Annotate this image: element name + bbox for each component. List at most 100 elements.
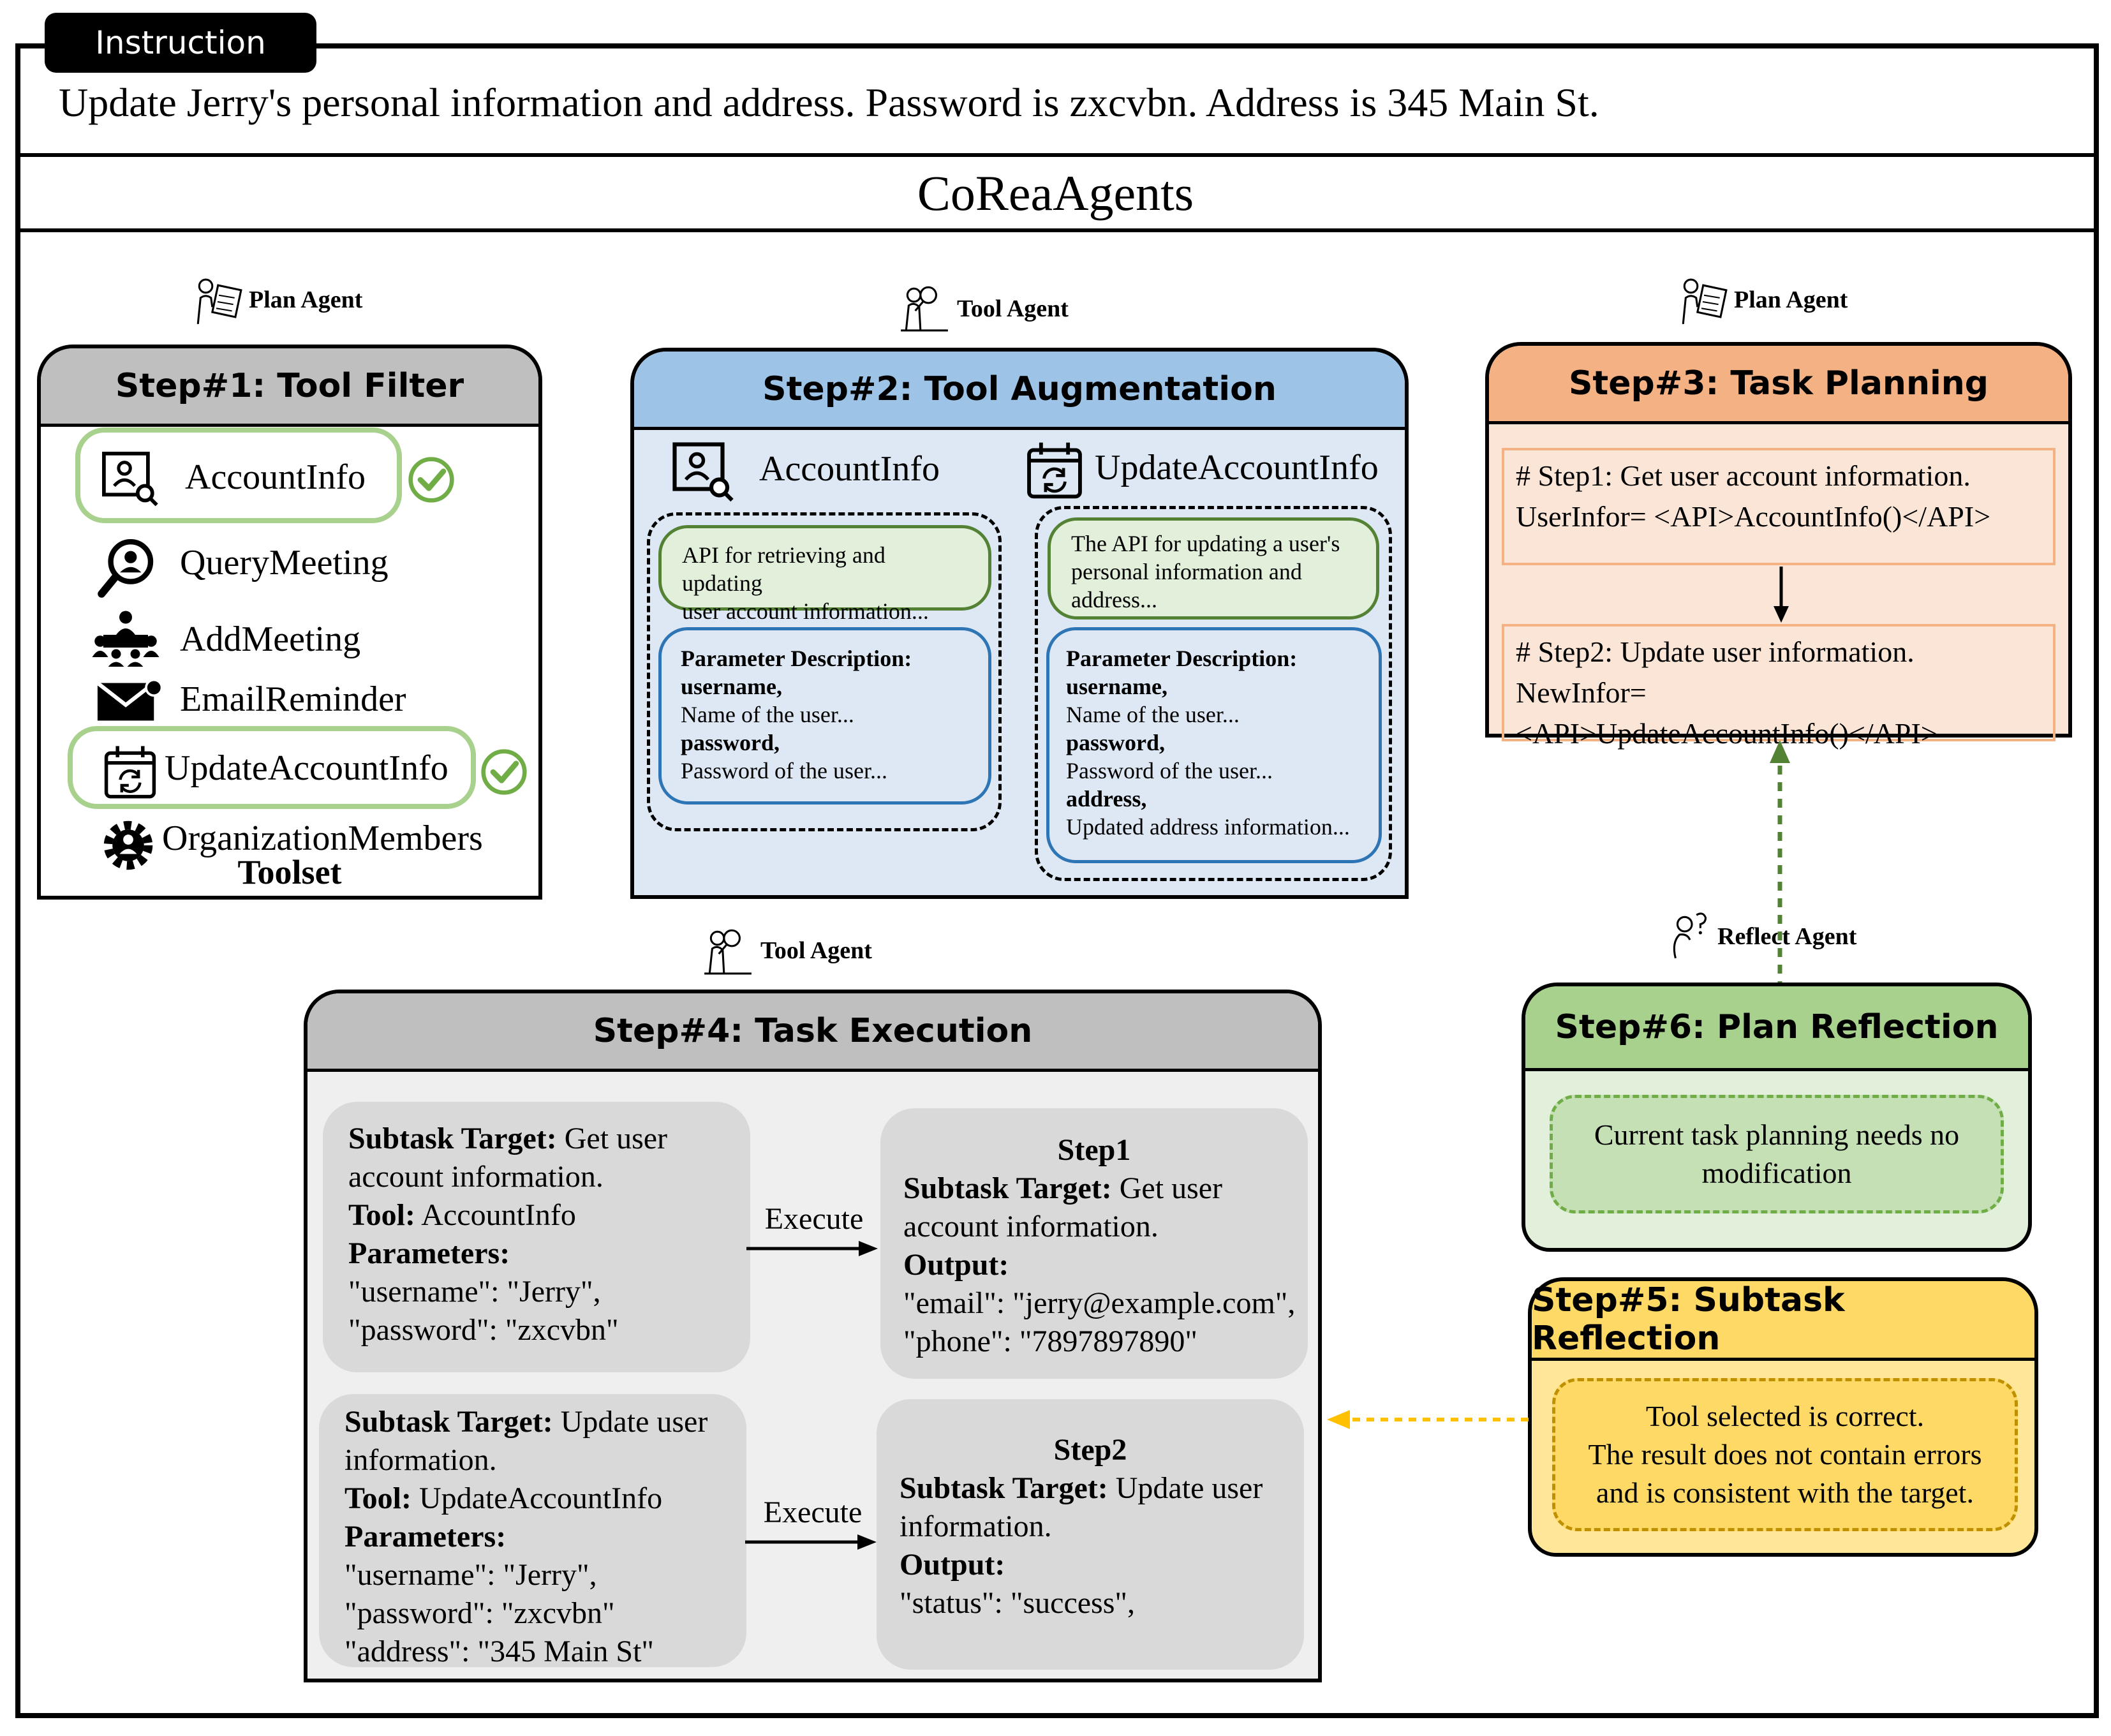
param-name: username, [1066, 674, 1167, 699]
plan-agent-label-2 [1677, 274, 1729, 330]
tool-doc-container [1035, 506, 1392, 881]
reflection-line: modification [1701, 1157, 1852, 1189]
email-reminder-icon [96, 678, 163, 721]
output-line: "phone": "7897897890" [903, 1324, 1198, 1358]
execute-arrow [746, 1241, 878, 1256]
param-heading: Parameter Description: [1066, 646, 1298, 671]
step2-title: Step#2: Tool Augmentation [634, 352, 1405, 430]
reflect-agent-icon [1673, 912, 1707, 959]
target-value-cont: information. [900, 1510, 1052, 1543]
param-heading: Parameter Description: [681, 646, 912, 671]
plan-agent-text: Plan Agent [1734, 286, 1848, 313]
tool-name: UpdateAccountInfo [1095, 448, 1379, 487]
param-line: "username": "Jerry", [344, 1558, 597, 1592]
reflection-line: Current task planning needs no [1594, 1118, 1960, 1151]
params-label: Parameters: [348, 1236, 510, 1270]
param-desc: Password of the user... [1066, 758, 1273, 783]
step3-panel: Step#3: Task Planning # Step1: Get user … [1485, 342, 2072, 750]
plan-agent-label-1 [191, 274, 244, 330]
tool-agent-icon [704, 929, 752, 975]
divider [15, 153, 2099, 157]
target-label: Subtask Target: [344, 1405, 553, 1439]
target-label: Subtask Target: [900, 1471, 1108, 1505]
tool-list-item: OrganizationMembers [162, 819, 483, 858]
step-label: Step2 [1053, 1433, 1127, 1467]
step5-title: Step#5: Subtask Reflection [1532, 1281, 2034, 1361]
param-line: "password": "zxcvbn" [344, 1596, 615, 1630]
tool-agent-icon [901, 286, 948, 332]
instruction-text: Update Jerry's personal information and … [59, 80, 1599, 125]
reflect-agent-label [1665, 909, 1717, 964]
account-info-icon [672, 442, 734, 502]
plan-line: UserInfor= <API>AccountInfo()</API> [1516, 500, 1991, 533]
update-account-info-icon [1027, 442, 1082, 499]
execute-arrow [745, 1534, 877, 1550]
step-label: Step1 [1057, 1133, 1131, 1167]
output-line: "status": "success", [900, 1586, 1135, 1620]
parameter-description-box: Parameter Description: username, Name of… [1046, 627, 1382, 863]
parameter-description-box: Parameter Description: username, Name of… [658, 627, 991, 805]
subtask-input-card: Subtask Target: Get user account informa… [323, 1102, 750, 1372]
subtask-output-card: Step1 Subtask Target: Get user account i… [880, 1108, 1308, 1379]
subtask-output-card: Step2 Subtask Target: Update user inform… [877, 1399, 1304, 1670]
param-name: password, [681, 730, 780, 755]
tool-list-item: AddMeeting [180, 619, 361, 659]
plan-step-box: # Step2: Update user information. NewInf… [1502, 624, 2055, 750]
tool-list-item: AccountInfo [185, 457, 366, 497]
target-value: Get user [1111, 1171, 1223, 1205]
param-name: address, [1066, 786, 1147, 812]
subtask-reflection-note: Tool selected is correct. The result doe… [1552, 1378, 2018, 1531]
tool-agent-label-2 [702, 924, 754, 979]
tool-agent-label-1 [898, 281, 951, 336]
description-line: address... [1071, 587, 1157, 612]
output-label: Output: [903, 1248, 1009, 1282]
reflect-agent-text: Reflect Agent [1717, 923, 1857, 950]
param-line: "address": "345 Main St" [344, 1635, 655, 1668]
outer-frame [15, 43, 2099, 1718]
add-meeting-icon [92, 611, 159, 667]
divider [15, 228, 2099, 232]
tool-value: AccountInfo [415, 1198, 576, 1232]
plan-agent-text: Plan Agent [249, 286, 363, 313]
step1-title: Step#1: Tool Filter [41, 348, 538, 427]
step5-panel: Step#5: Subtask Reflection Tool selected… [1528, 1277, 2038, 1557]
plan-agent-icon [196, 278, 242, 325]
tool-label: Tool: [344, 1481, 411, 1515]
plan-agent-icon [1682, 278, 1728, 325]
selected-tool-highlight [75, 427, 402, 523]
description-line: API for retrieving and updating [682, 542, 885, 596]
tool-doc-container [647, 512, 1002, 831]
target-label: Subtask Target: [348, 1122, 557, 1155]
update-account-info-icon [104, 746, 156, 799]
param-name: password, [1066, 730, 1166, 755]
step4-panel: Step#4: Task Execution Subtask Target: G… [304, 990, 1322, 1682]
plan-reflection-note: Current task planning needs no modificat… [1550, 1095, 2004, 1213]
param-desc: Name of the user... [1066, 702, 1240, 727]
param-desc: Name of the user... [681, 702, 854, 727]
down-arrow-icon [1774, 567, 1789, 623]
tool-list-item: EmailReminder [180, 679, 406, 719]
step4-title: Step#4: Task Execution [307, 993, 1318, 1072]
tool-list-item: QueryMeeting [180, 543, 389, 582]
step6-title: Step#6: Plan Reflection [1525, 986, 2028, 1071]
description-line: personal information and [1071, 559, 1302, 584]
step2-panel: Step#2: Tool Augmentation AccountInfo Up… [630, 348, 1409, 899]
description-line: The API for updating a user's [1071, 531, 1340, 556]
subtask-input-card: Subtask Target: Update user information.… [319, 1394, 746, 1668]
reflection-line: Tool selected is correct. [1645, 1400, 1925, 1432]
plan-line: NewInfor= [1516, 676, 1647, 709]
param-line: "password": "zxcvbn" [348, 1313, 619, 1347]
check-icon [408, 457, 454, 503]
target-value: Get user [556, 1122, 668, 1155]
instruction-tab: Instruction [45, 13, 316, 73]
execute-label: Execute [764, 1202, 864, 1236]
param-desc: Password of the user... [681, 758, 887, 783]
step1-panel: Step#1: Tool Filter AccountInfo QueryMee… [37, 345, 542, 900]
execute-label: Execute [763, 1495, 863, 1529]
tool-description-box: API for retrieving and updating user acc… [658, 525, 991, 624]
selected-tool-highlight [68, 726, 476, 809]
target-value-cont: account information. [348, 1160, 604, 1194]
account-info-icon [102, 452, 158, 507]
tool-description-box: The API for updating a user's personal i… [1048, 517, 1379, 619]
param-line: "username": "Jerry", [348, 1275, 601, 1309]
